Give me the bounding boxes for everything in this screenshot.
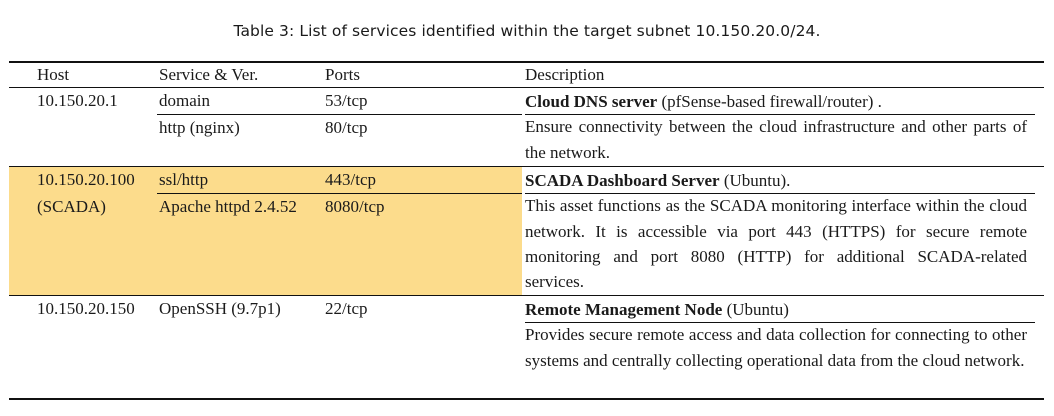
- row-2-service-1: ssl/http: [159, 170, 209, 189]
- row-3-description: Remote Management Node (Ubuntu) Provides…: [525, 297, 1027, 373]
- row-3-title: Remote Management Node: [525, 300, 723, 319]
- row-2-host-label: (SCADA): [37, 197, 106, 216]
- row-1-description-body: Ensure connectivity between the cloud in…: [525, 117, 1027, 162]
- row-1-title-suffix: (pfSense-based firewall/router) .: [657, 92, 882, 111]
- row-2-service-divider: [157, 193, 522, 194]
- scada-highlight: [9, 167, 522, 295]
- row-2-description-divider: [525, 193, 1035, 194]
- row-1-service-1: domain: [159, 91, 210, 110]
- row-3-title-suffix: (Ubuntu): [722, 300, 789, 319]
- row-1-service-divider: [157, 114, 522, 115]
- row-2-service-2: Apache httpd 2.4.52: [159, 197, 297, 216]
- column-header-host: Host: [37, 65, 70, 84]
- row-2-port-2: 8080/tcp: [325, 197, 385, 216]
- row-1-port-2: 80/tcp: [325, 118, 368, 137]
- row-2-rule: [9, 295, 1044, 296]
- row-1-title: Cloud DNS server: [525, 92, 658, 111]
- column-header-ports: Ports: [325, 65, 360, 84]
- row-2-description-title: SCADA Dashboard Server (Ubuntu).: [525, 168, 1027, 193]
- row-1-rule: [9, 166, 1044, 167]
- row-1-description-title: Cloud DNS server (pfSense-based firewall…: [525, 89, 1027, 114]
- row-3-service-1: OpenSSH (9.7p1): [159, 299, 281, 318]
- column-header-description: Description: [525, 65, 605, 84]
- bottom-rule: [9, 398, 1044, 400]
- row-1-description-divider: [525, 114, 1035, 115]
- row-1-service-2: http (nginx): [159, 118, 240, 137]
- row-2-description: SCADA Dashboard Server (Ubuntu). This as…: [525, 168, 1027, 294]
- row-3-description-body: Provides secure remote access and data c…: [525, 325, 1027, 370]
- row-2-title: SCADA Dashboard Server: [525, 171, 720, 190]
- row-2-description-body: This asset functions as the SCADA monito…: [525, 196, 1027, 292]
- row-3-port-1: 22/tcp: [325, 299, 368, 318]
- column-header-service: Service & Ver.: [159, 65, 259, 84]
- table-caption: Table 3: List of services identified wit…: [233, 22, 821, 40]
- row-2-port-1: 443/tcp: [325, 170, 376, 189]
- row-2-title-suffix: (Ubuntu).: [719, 171, 791, 190]
- row-3-host: 10.150.20.150: [37, 299, 135, 318]
- row-1-host: 10.150.20.1: [37, 91, 118, 110]
- top-rule: [9, 61, 1044, 63]
- row-3-description-title: Remote Management Node (Ubuntu): [525, 297, 1027, 322]
- header-rule: [9, 87, 1044, 88]
- row-3-description-divider: [525, 322, 1035, 323]
- row-2-host: 10.150.20.100: [37, 170, 135, 189]
- row-1-description: Cloud DNS server (pfSense-based firewall…: [525, 89, 1027, 165]
- row-1-port-1: 53/tcp: [325, 91, 368, 110]
